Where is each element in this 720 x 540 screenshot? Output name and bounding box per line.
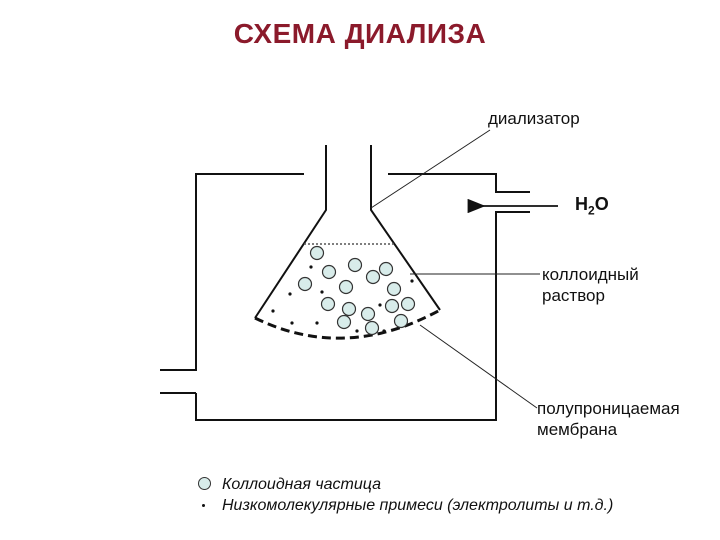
colloid-particle — [336, 314, 352, 330]
impurity-dots — [271, 265, 414, 333]
label-water: H2O — [575, 194, 609, 218]
legend-impurities: Низкомолекулярные примеси (электролиты и… — [198, 497, 613, 515]
colloid-particle — [309, 245, 325, 261]
colloid-particle — [386, 281, 402, 297]
impurity-dot — [355, 329, 359, 333]
impurity-dot — [309, 265, 313, 269]
leader-lines — [370, 129, 540, 409]
label-membrane: полупроницаемая мембрана — [537, 399, 680, 439]
label-dialyzer: диализатор — [488, 109, 580, 128]
colloid-particle — [378, 261, 394, 277]
impurity-dot — [315, 321, 319, 325]
colloid-particle — [338, 279, 354, 295]
impurity-dot — [382, 329, 386, 333]
label-colloid-solution: коллоидный раствор — [542, 265, 639, 305]
impurity-dot — [410, 279, 414, 283]
colloid-particle — [384, 298, 400, 314]
impurity-dot — [320, 290, 324, 294]
impurity-dot — [271, 309, 275, 313]
colloid-particle — [321, 264, 337, 280]
colloid-particle — [320, 296, 336, 312]
colloid-particle — [393, 313, 409, 329]
colloid-particle — [400, 296, 416, 312]
legend-colloid: Коллоидная частица — [198, 476, 381, 494]
colloid-particle — [297, 276, 313, 292]
colloid-particle — [360, 306, 376, 322]
impurity-dot-icon — [202, 504, 205, 507]
impurity-dot — [288, 292, 292, 296]
colloid-particle-icon — [198, 477, 211, 490]
colloid-particle — [364, 320, 380, 336]
dialyzer-vessel — [254, 145, 441, 319]
colloid-particle — [347, 257, 363, 273]
impurity-dot — [378, 303, 382, 307]
diagram-title: СХЕМА ДИАЛИЗА — [233, 18, 487, 49]
colloid-particles — [297, 245, 416, 336]
outer-vessel — [160, 173, 530, 421]
impurity-dot — [290, 321, 294, 325]
colloid-particle — [341, 301, 357, 317]
colloid-particle — [365, 269, 381, 285]
